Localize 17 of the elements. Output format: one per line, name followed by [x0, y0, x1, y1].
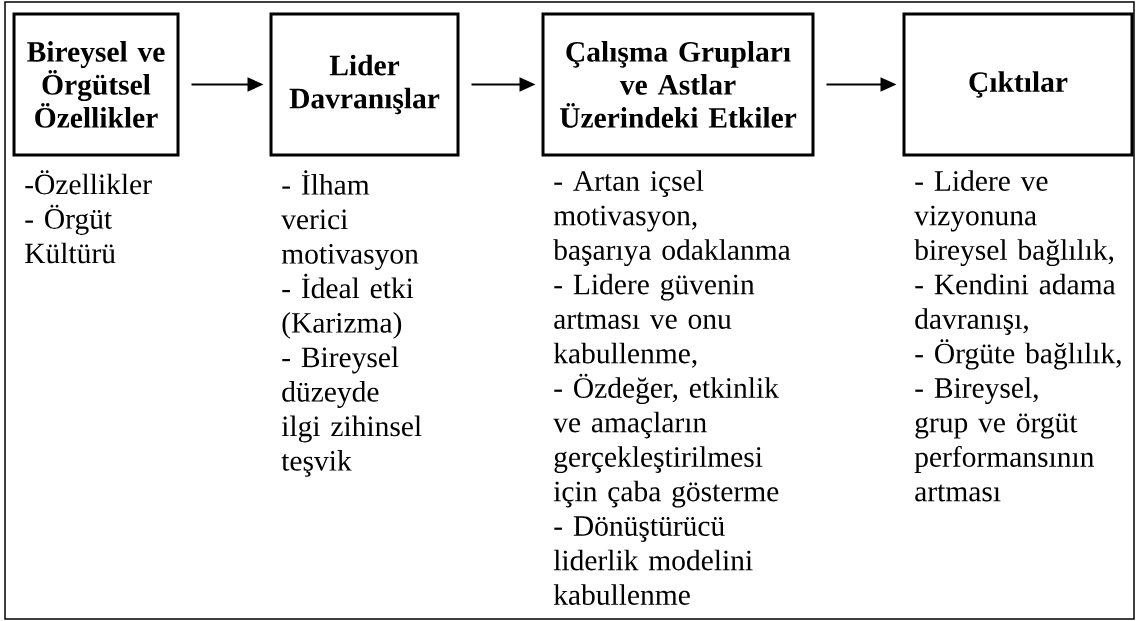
title-box: Lider Davranışlar — [269, 12, 460, 157]
list-item: - Örgüte bağlılık, — [915, 339, 1121, 370]
list-item: - Lidere ve vizyonuna bireysel bağlılık, — [914, 170, 1114, 267]
list-item: - Dönüştürücü liderlik modelini kabullenme — [553, 516, 753, 605]
list-item: - İlham verici motivasyon — [281, 170, 419, 270]
list-item: - Bireysel düzeyde ilgi zihinsel teşvik — [281, 346, 422, 477]
title-box: Bireysel ve Örgütsel Özellikler — [12, 12, 180, 157]
list-item: - Artan içsel motivasyon, başarıya odaklanma — [553, 170, 791, 267]
title-box: Çıktılar — [902, 12, 1134, 157]
list-item: - Bireysel, grup ve örgüt performansının artması — [914, 377, 1094, 502]
list-item: - Örgüt Kültürü — [25, 204, 116, 264]
list-item: - Kendini adama davranışı, — [915, 273, 1116, 335]
list-item: - Özdeğer, etkinlik ve amaçların gerçekleştirilmesi için çaba gösterme — [553, 373, 779, 508]
list-item: - Lidere güvenin artması ve onu kabullenme, — [553, 273, 755, 368]
title-box: Çalışma Grupları ve Astlar Üzerindeki Etkiler — [541, 12, 815, 157]
list-item: - İdeal etki (Karizma) — [282, 273, 414, 339]
list-item: -Özellikler — [25, 170, 152, 195]
